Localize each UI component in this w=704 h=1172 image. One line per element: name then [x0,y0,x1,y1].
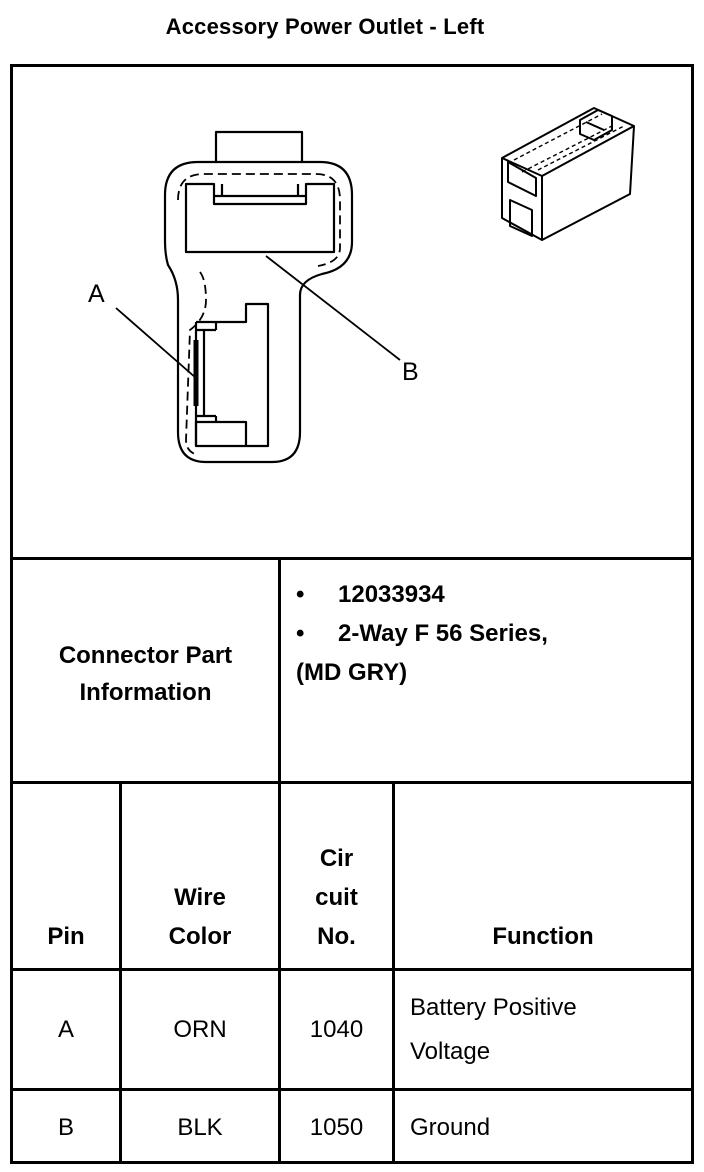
row-circuit: 1050 [309,1113,364,1141]
row-wire-color: ORN [173,1015,227,1043]
row-circuit: 1040 [309,1015,364,1043]
connector-table-frame [10,64,694,1164]
row-pin: A [57,1015,74,1043]
divider-col-pin [119,781,122,1164]
connector-series: 2-Way F 56 Series, [338,620,548,647]
divider-part-info-bottom [10,781,694,784]
connector-info-item: • 12033934 [296,575,686,614]
header-circuit-line1: Cir [319,845,354,872]
header-wire-color: Wire Color [122,784,278,968]
connector-info-heading: Connector Part Information [13,560,278,781]
divider-part-info-col [278,557,281,784]
table-row-function: Battery Positive Voltage [410,971,690,1088]
header-circuit: Cir cuit No. [281,784,392,968]
table-row: B [13,1091,119,1164]
header-wire-color-line1: Wire [174,884,226,911]
pin-label-a: A [88,280,105,308]
divider-header-bottom [10,968,694,971]
table-row-circuit: 1050 [281,1091,392,1164]
page-title: Accessory Power Outlet - Left [165,14,485,39]
row-wire-color: BLK [177,1113,223,1141]
header-pin: Pin [13,784,119,968]
header-wire-color-line2: Color [168,923,232,950]
pin-label-b: B [402,358,419,386]
row-function-line1: Ground [410,1113,491,1141]
header-pin-text: Pin [47,923,85,950]
connector-info-item: • 2-Way F 56 Series, [296,614,686,653]
connector-info-list: • 12033934 • 2-Way F 56 Series, (MD GRY) [296,575,686,692]
table-row: A [13,971,119,1088]
row-pin: B [57,1113,74,1141]
divider-row-a-bottom [10,1088,694,1091]
divider-col-color [278,781,281,1164]
row-function-line2: Voltage [410,1037,491,1065]
table-row-color: ORN [122,971,278,1088]
table-row-color: BLK [122,1091,278,1164]
header-circuit-line2: cuit [315,884,358,911]
bullet: • [296,620,305,647]
connector-color: (MD GRY) [296,659,408,686]
table-row-function: Ground [410,1091,690,1164]
connector-face-diagram [115,130,401,464]
connector-part-number: 12033934 [338,581,445,608]
header-circuit-line3: No. [317,923,356,950]
bullet: • [296,581,305,608]
header-function-text: Function [492,923,594,950]
table-row-circuit: 1040 [281,971,392,1088]
connector-3d-illustration [501,107,635,241]
connector-info-heading-line1: Connector Part [58,641,233,669]
header-function: Function [395,784,691,968]
row-function-line1: Battery Positive [410,993,577,1021]
connector-info-heading-line2: Information [79,678,212,706]
divider-col-circuit [392,781,395,1164]
divider-diagram-bottom [10,557,694,560]
